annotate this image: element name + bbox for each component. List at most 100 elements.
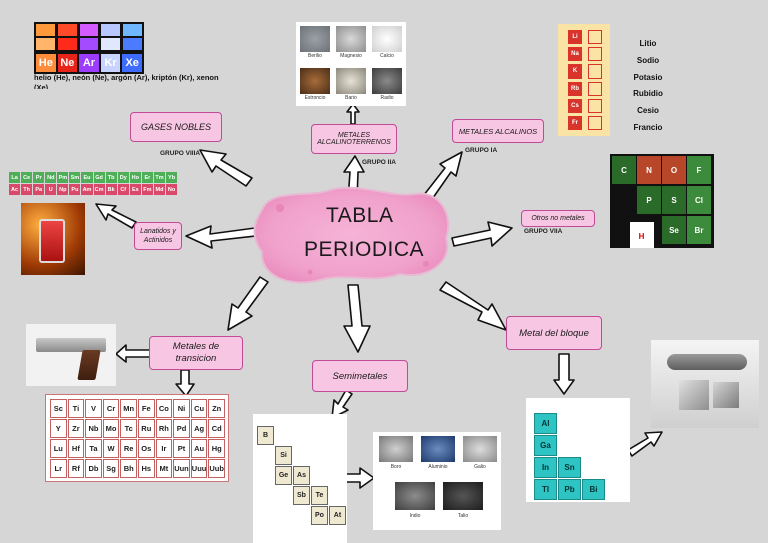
actinide-am: Am [81, 184, 93, 195]
pblock-tl: Tl [534, 479, 557, 500]
caption-indio: Indio [409, 513, 421, 519]
alkali-sodio: Sodio [636, 55, 660, 65]
alkali-cs: Cs [568, 98, 582, 113]
transition-co: Co [155, 399, 173, 418]
lanthanide-yb: Yb [166, 172, 177, 183]
caption-bario: Bario [345, 95, 357, 101]
alkali-na: Na [568, 47, 582, 62]
transition-au: Au [190, 439, 208, 458]
nonmetal-c: C [612, 156, 636, 184]
node-transicion[interactable]: Metales de transicion [149, 336, 243, 370]
node-semimetales[interactable]: Semimetales [312, 360, 408, 392]
transition-pt: Pt [173, 439, 190, 458]
caption-boro: Boro [390, 464, 402, 470]
pblock-sn: Sn [558, 457, 581, 478]
title-line-1: TABLA [326, 204, 394, 227]
actinide-np: Np [57, 184, 69, 195]
transition-mt: Mt [155, 459, 173, 478]
transition-re: Re [120, 439, 137, 458]
lanthanide-pr: Pr [33, 172, 45, 183]
arrow-otros [451, 221, 513, 247]
transition-ru: Ru [138, 419, 155, 438]
lighter-image [21, 203, 85, 275]
lanthanide-eu: Eu [81, 172, 93, 183]
actinide-cm: Cm [93, 184, 105, 195]
node-lantanidos[interactable]: Lanatidos y Actinidos [134, 222, 182, 250]
lanthanide-ho: Ho [129, 172, 141, 183]
actinide-pa: Pa [33, 184, 45, 195]
transition-uub: Uub [208, 459, 225, 478]
transition-sc: Sc [50, 399, 67, 418]
actinide-no: No [166, 184, 177, 195]
group-iia: GRUPO IIA [362, 159, 396, 166]
pblock-bi: Bi [582, 479, 605, 500]
transition-rh: Rh [155, 419, 173, 438]
semimetal-te: Te [311, 486, 328, 505]
alkali-potasio: Potasio [633, 72, 663, 82]
semimetal-photos: Boro Aluminio Galio Indio Talio [373, 432, 501, 530]
caption-galio: Galio [474, 464, 486, 470]
transition-zr: Zr [67, 419, 85, 438]
transition-tc: Tc [120, 419, 137, 438]
alkali-table-image: Li Na K Rb Cs Fr [558, 24, 610, 136]
transition-lu: Lu [50, 439, 67, 458]
lanthanide-tb: Tb [105, 172, 117, 183]
arrow-bloque-down [553, 353, 575, 395]
group-ia: GRUPO IA [465, 147, 498, 154]
transition-mo: Mo [102, 419, 120, 438]
arrow-semimetales [343, 284, 371, 353]
transition-hf: Hf [67, 439, 85, 458]
alkali-rb: Rb [568, 81, 582, 96]
title-line-2: PERIODICA [304, 238, 425, 261]
nonmetal-s: S [662, 186, 686, 214]
alkali-litio: Litio [639, 39, 657, 48]
alkali-k: K [568, 64, 582, 79]
lanthanide-ce: Ce [21, 172, 33, 183]
semimetal-as: As [293, 466, 310, 485]
caption-talio: Talio [457, 513, 469, 519]
pblock-al: Al [534, 413, 557, 434]
transition-uun: Uun [173, 459, 190, 478]
actinide-md: Md [153, 184, 166, 195]
alkali-rubidio: Rubidio [633, 89, 663, 99]
symbol-he: He [36, 54, 56, 72]
semimetal-si: Si [275, 446, 292, 465]
lanthanide-la: La [9, 172, 21, 183]
pblock-ga: Ga [534, 435, 557, 456]
transition-rf: Rf [67, 459, 85, 478]
node-alcalinos[interactable]: METALES ALCALINOS [452, 119, 544, 143]
nonmetal-br: Br [687, 216, 711, 244]
transition-cd: Cd [208, 419, 225, 438]
transition-os: Os [138, 439, 155, 458]
gun-image [26, 324, 116, 386]
node-otros-no-metales[interactable]: Otros no metales [521, 210, 595, 227]
transition-hs: Hs [138, 459, 155, 478]
caption-berilio: Berilio [308, 53, 322, 59]
caption-aluminio: Aluminio [428, 464, 448, 470]
transition-pd: Pd [173, 419, 190, 438]
lanthanide-sm: Sm [69, 172, 81, 183]
actinide-bk: Bk [105, 184, 117, 195]
arrow-bloque-cube [627, 431, 663, 457]
node-metal-bloque[interactable]: Metal del bloque [506, 316, 602, 350]
transition-db: Db [85, 459, 102, 478]
node-alcalinoterreos[interactable]: METALES ALCALINOTERRENOS [311, 124, 397, 154]
transition-fe: Fe [138, 399, 155, 418]
semimetal-ge: Ge [275, 466, 292, 485]
transition-w: W [102, 439, 120, 458]
arrow-lantanidos-img [95, 203, 137, 229]
lanthanide-tm: Tm [153, 172, 166, 183]
transition-cu: Cu [190, 399, 208, 418]
actinide-cf: Cf [117, 184, 129, 195]
alkali-francio: Francio [633, 122, 663, 132]
group-viia: GRUPO VIIA [524, 228, 563, 235]
alkaline-earth-image: Berilio Magnesio Calcio Estroncio Bario … [296, 22, 406, 106]
node-gases-nobles[interactable]: GASES NOBLES [130, 112, 222, 142]
lanthanide-er: Er [141, 172, 153, 183]
nonmetal-se: Se [662, 216, 686, 244]
